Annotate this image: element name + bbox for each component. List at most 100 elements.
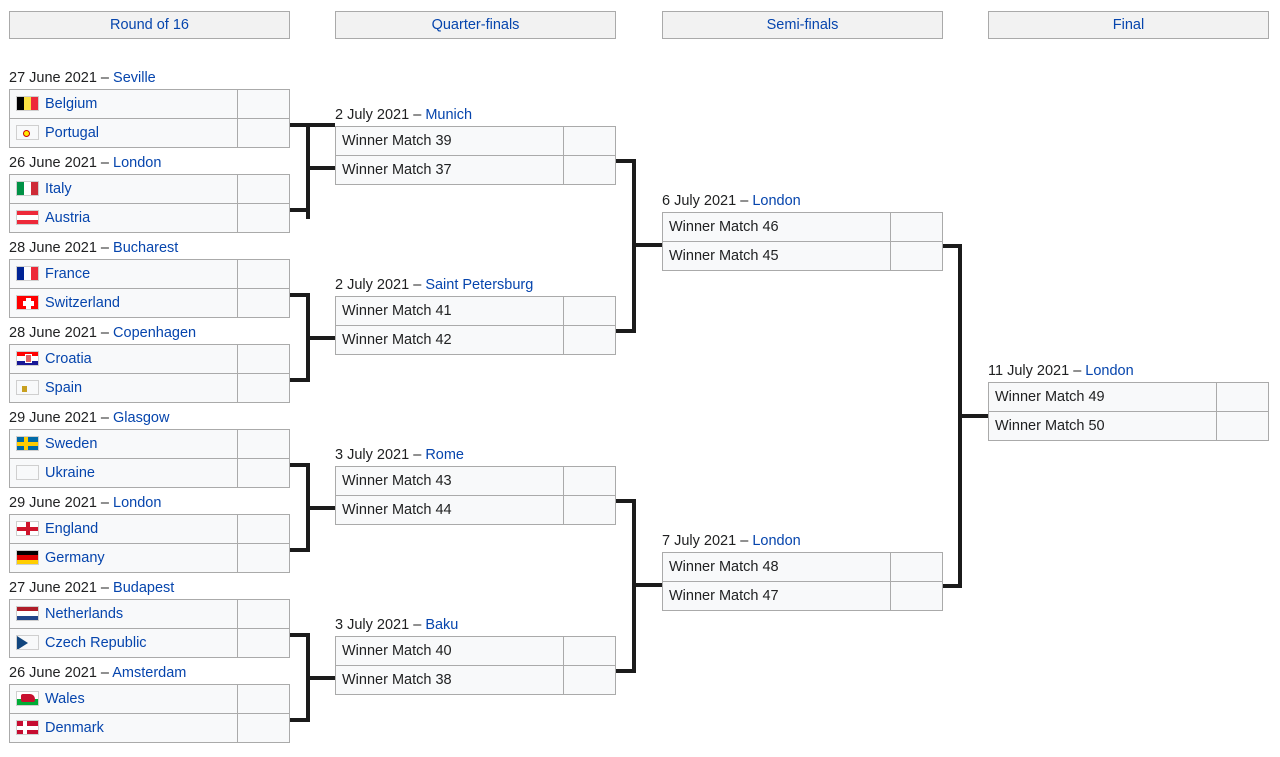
table-row[interactable]: Winner Match 40	[335, 636, 616, 666]
score-cell[interactable]	[237, 458, 290, 488]
match-venue[interactable]: London	[113, 495, 162, 511]
match-venue[interactable]: Copenhagen	[113, 325, 197, 341]
team-cell[interactable]: Winner Match 43	[335, 466, 564, 496]
table-row[interactable]: Wales	[9, 684, 290, 714]
team-name[interactable]: Netherlands	[45, 606, 124, 622]
team-cell[interactable]: Winner Match 44	[335, 495, 564, 525]
team-name[interactable]: Belgium	[45, 96, 98, 112]
team-cell[interactable]: Winner Match 47	[662, 581, 891, 611]
score-cell[interactable]	[237, 543, 290, 573]
team-cell[interactable]: Winner Match 40	[335, 636, 564, 666]
match-venue[interactable]: Rome	[425, 447, 464, 463]
match-venue[interactable]: Glasgow	[113, 410, 170, 426]
team-name[interactable]: Czech Republic	[45, 635, 147, 651]
table-row[interactable]: Portugal	[9, 118, 290, 148]
score-cell[interactable]	[237, 684, 290, 714]
score-cell[interactable]	[237, 514, 290, 544]
match-venue[interactable]: Seville	[113, 70, 156, 86]
table-row[interactable]: Winner Match 45	[662, 241, 943, 271]
team-cell[interactable]: Winner Match 45	[662, 241, 891, 271]
score-cell[interactable]	[237, 429, 290, 459]
table-row[interactable]: Spain	[9, 373, 290, 403]
score-cell[interactable]	[237, 288, 290, 318]
score-cell[interactable]	[237, 344, 290, 374]
table-row[interactable]: Winner Match 47	[662, 581, 943, 611]
score-cell[interactable]	[563, 296, 616, 326]
team-cell[interactable]: Winner Match 38	[335, 665, 564, 695]
team-cell[interactable]: Belgium	[9, 89, 238, 119]
table-row[interactable]: Winner Match 48	[662, 552, 943, 582]
team-name[interactable]: Italy	[45, 181, 72, 197]
team-cell[interactable]: Winner Match 41	[335, 296, 564, 326]
team-name[interactable]: England	[45, 521, 99, 537]
team-name[interactable]: France	[45, 266, 91, 282]
team-name[interactable]: Portugal	[45, 125, 100, 141]
team-name[interactable]: Switzerland	[45, 295, 120, 311]
team-cell[interactable]: Germany	[9, 543, 238, 573]
team-cell[interactable]: Winner Match 42	[335, 325, 564, 355]
score-cell[interactable]	[563, 665, 616, 695]
team-cell[interactable]: Winner Match 50	[988, 411, 1217, 441]
team-cell[interactable]: Wales	[9, 684, 238, 714]
table-row[interactable]: Germany	[9, 543, 290, 573]
team-cell[interactable]: Switzerland	[9, 288, 238, 318]
score-cell[interactable]	[563, 495, 616, 525]
table-row[interactable]: Winner Match 42	[335, 325, 616, 355]
team-cell[interactable]: Winner Match 39	[335, 126, 564, 156]
team-cell[interactable]: Austria	[9, 203, 238, 233]
score-cell[interactable]	[890, 581, 943, 611]
team-name[interactable]: Spain	[45, 380, 83, 396]
score-cell[interactable]	[1216, 411, 1269, 441]
team-cell[interactable]: Winner Match 37	[335, 155, 564, 185]
round-header-quarter-finals[interactable]: Quarter-finals	[335, 11, 616, 39]
round-header-final[interactable]: Final	[988, 11, 1269, 39]
team-name[interactable]: Germany	[45, 550, 105, 566]
team-name[interactable]: Austria	[45, 210, 91, 226]
team-cell[interactable]: Netherlands	[9, 599, 238, 629]
table-row[interactable]: France	[9, 259, 290, 289]
team-cell[interactable]: England	[9, 514, 238, 544]
match-venue[interactable]: Munich	[425, 107, 473, 123]
team-cell[interactable]: Czech Republic	[9, 628, 238, 658]
score-cell[interactable]	[237, 373, 290, 403]
score-cell[interactable]	[237, 259, 290, 289]
team-name[interactable]: Denmark	[45, 720, 104, 736]
table-row[interactable]: Winner Match 39	[335, 126, 616, 156]
score-cell[interactable]	[237, 89, 290, 119]
table-row[interactable]: Ukraine	[9, 458, 290, 488]
team-cell[interactable]: Ukraine	[9, 458, 238, 488]
match-venue[interactable]: Bucharest	[113, 240, 179, 256]
table-row[interactable]: Denmark	[9, 713, 290, 743]
score-cell[interactable]	[563, 155, 616, 185]
team-cell[interactable]: Winner Match 46	[662, 212, 891, 242]
table-row[interactable]: Winner Match 49	[988, 382, 1269, 412]
table-row[interactable]: Belgium	[9, 89, 290, 119]
table-row[interactable]: Winner Match 50	[988, 411, 1269, 441]
team-name[interactable]: Wales	[45, 691, 85, 707]
score-cell[interactable]	[890, 212, 943, 242]
table-row[interactable]: Austria	[9, 203, 290, 233]
table-row[interactable]: Winner Match 46	[662, 212, 943, 242]
table-row[interactable]: Sweden	[9, 429, 290, 459]
table-row[interactable]: Switzerland	[9, 288, 290, 318]
score-cell[interactable]	[563, 325, 616, 355]
table-row[interactable]: England	[9, 514, 290, 544]
team-name[interactable]: Croatia	[45, 351, 92, 367]
team-cell[interactable]: Spain	[9, 373, 238, 403]
table-row[interactable]: Winner Match 44	[335, 495, 616, 525]
score-cell[interactable]	[237, 713, 290, 743]
score-cell[interactable]	[563, 466, 616, 496]
team-cell[interactable]: Winner Match 48	[662, 552, 891, 582]
score-cell[interactable]	[237, 599, 290, 629]
round-header-semi-finals[interactable]: Semi-finals	[662, 11, 943, 39]
score-cell[interactable]	[890, 241, 943, 271]
match-venue[interactable]: London	[752, 193, 801, 209]
table-row[interactable]: Czech Republic	[9, 628, 290, 658]
table-row[interactable]: Winner Match 43	[335, 466, 616, 496]
table-row[interactable]: Winner Match 41	[335, 296, 616, 326]
score-cell[interactable]	[237, 203, 290, 233]
team-cell[interactable]: Sweden	[9, 429, 238, 459]
match-venue[interactable]: Baku	[425, 617, 459, 633]
team-cell[interactable]: Winner Match 49	[988, 382, 1217, 412]
team-cell[interactable]: Croatia	[9, 344, 238, 374]
